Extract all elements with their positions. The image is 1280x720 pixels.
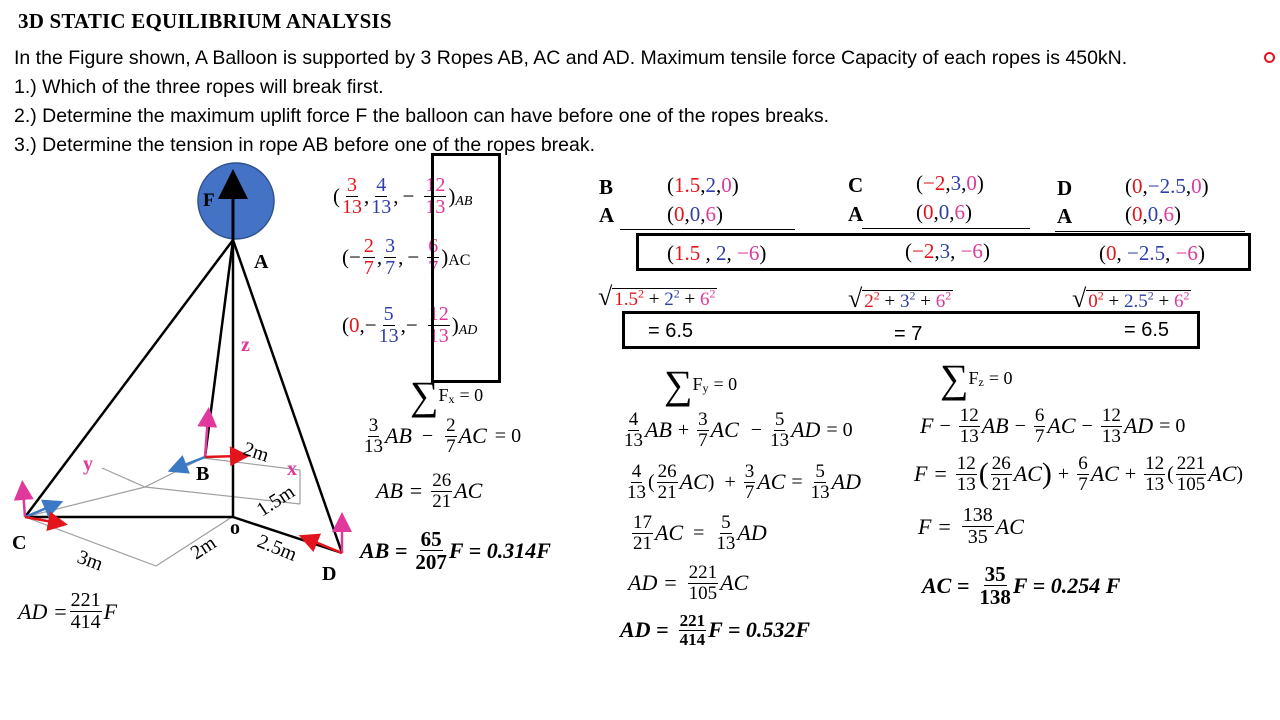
label-d: D [322,563,336,585]
y-unit-arrow-b [167,455,206,474]
dim-d: 2.5m [254,530,300,566]
vector-ad: (0, −2.5, −6) [1099,241,1205,265]
z-unit-arrow-b [197,407,218,458]
label-origin: o [230,517,240,539]
x-unit-arrow-c [24,511,68,532]
point-c-label: C [848,173,864,197]
magnitudes-box [622,311,1200,349]
question-3: 3.) Determine the tension in rope AB bef… [14,134,596,156]
base-od [232,515,343,555]
point-a3-label: A [1057,204,1073,228]
y-unit-arrow-c [24,499,64,519]
question-1: 1.) Which of the three ropes will break … [14,76,384,98]
divider-c [862,228,1030,229]
dim-od: 2m [187,532,221,565]
y-unit-arrow-d [298,533,343,555]
z-unit-arrow-c [13,480,34,518]
rope-ad [231,239,344,554]
vector-ab: (1.5 , 2, −6) [667,241,767,265]
magnitude-ac: √22 + 32 + 62 [848,284,954,313]
label-y: y [83,453,93,475]
balloon [197,162,275,240]
label-b: B [196,463,209,485]
dim-ob: 2m [240,438,272,467]
dim-c: 3m [74,546,106,576]
point-c-coords: (−2,3,0) [916,171,984,195]
laser-pointer-icon [1264,52,1275,63]
problem-intro: In the Figure shown, A Balloon is suppor… [14,47,1128,69]
point-d-coords: (0,−2.5,0) [1125,174,1209,198]
dim-bx: 1.5m [253,480,299,521]
point-b-label: B [599,175,614,199]
magnitude-ad: √02 + 2.52 + 62 [1072,284,1192,313]
position-vectors-box [636,233,1251,271]
magnitude-ab-value: = 6.5 [648,320,694,342]
point-a2-coords: (0,0,6) [916,200,972,224]
point-a3-coords: (0,0,6) [1125,202,1181,226]
point-a1-label: A [599,203,615,227]
label-f: F [203,190,215,211]
x-unit-arrow-b [204,446,250,467]
balloon-rope-diagram: F A z B y x C D o 2m 1.5m 3m 2m 2.5m [12,162,352,585]
label-c: C [12,532,26,554]
magnitude-ab: √1.52 + 22 + 62 [598,282,718,311]
page-title: 3D STATIC EQUILIBRIUM ANALYSIS [18,9,392,33]
point-a1-coords: (0,0,6) [667,202,723,226]
rope-ac [24,239,234,518]
vector-ac: (−2,3, −6) [905,239,990,263]
question-2: 2.) Determine the maximum uplift force F… [14,105,830,127]
label-a: A [254,251,269,273]
label-z: z [241,334,250,356]
point-a2-label: A [848,202,864,226]
magnitude-ac-value: = 7 [894,323,923,345]
point-b-coords: (1.5,2,0) [667,173,739,197]
label-x: x [287,458,297,480]
divider-b [620,229,795,230]
divider-d [1055,231,1245,232]
magnitude-ad-value: = 6.5 [1124,319,1170,341]
x-components-box [431,153,501,383]
point-d-label: D [1057,176,1073,200]
